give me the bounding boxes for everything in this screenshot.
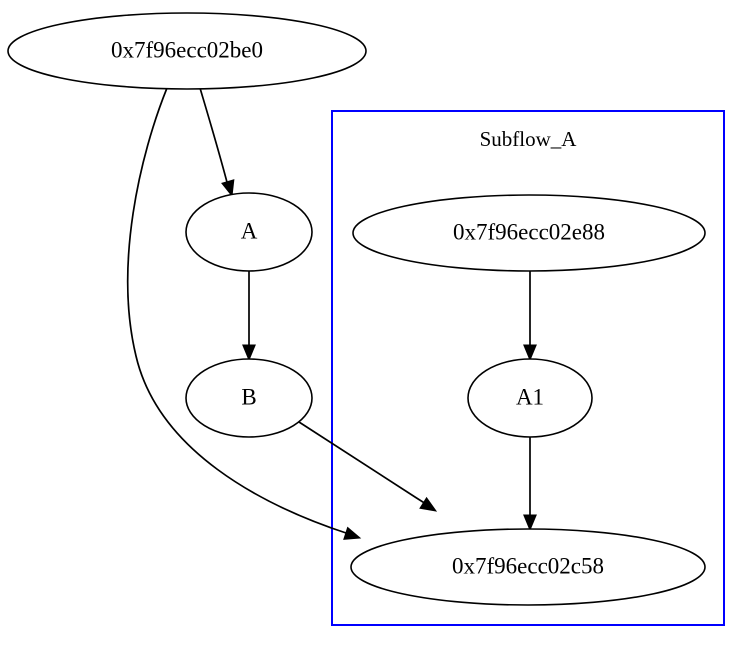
arrow-head-icon <box>343 526 362 540</box>
node-sub_exit[interactable]: 0x7f96ecc02c58 <box>350 528 706 606</box>
node-shape[interactable] <box>352 194 706 272</box>
edge-line <box>199 87 229 187</box>
node-shape[interactable] <box>185 358 313 438</box>
arrow-head-icon <box>221 179 235 198</box>
node-shape[interactable] <box>467 358 593 438</box>
arrow-head-icon <box>242 344 256 362</box>
edges-layer <box>126 87 537 540</box>
node-shape[interactable] <box>7 12 367 90</box>
node-root[interactable]: 0x7f96ecc02be0 <box>7 12 367 90</box>
cluster-cluster_subflow_a: Subflow_A <box>331 110 725 626</box>
node-shape[interactable] <box>350 528 706 606</box>
cluster-label-text: Subflow_A <box>480 127 578 151</box>
edge-root-exit <box>126 87 362 540</box>
arrow-head-icon <box>419 496 438 512</box>
node-label-text: B <box>241 384 256 409</box>
edge-a-b <box>242 271 256 362</box>
edge-entry-a1 <box>523 271 537 362</box>
node-b[interactable]: B <box>185 358 313 438</box>
arrow-head-icon <box>523 514 537 532</box>
node-sub_entry[interactable]: 0x7f96ecc02e88 <box>352 194 706 272</box>
node-a1[interactable]: A1 <box>467 358 593 438</box>
node-label-text: 0x7f96ecc02c58 <box>452 553 604 578</box>
node-label-text: A <box>241 218 258 243</box>
clusters-layer: Subflow_A <box>331 110 725 626</box>
edge-root-a <box>199 87 235 198</box>
edge-line <box>126 87 350 535</box>
arrow-head-icon <box>523 344 537 362</box>
node-label-text: 0x7f96ecc02e88 <box>453 219 605 244</box>
edge-a1-exit <box>523 437 537 532</box>
node-label-text: A1 <box>516 384 544 409</box>
node-label-text: 0x7f96ecc02be0 <box>111 37 263 62</box>
edge-line <box>298 421 427 505</box>
cluster-border <box>331 110 725 626</box>
edge-b-exit <box>298 421 438 512</box>
node-shape[interactable] <box>185 192 313 272</box>
node-a[interactable]: A <box>185 192 313 272</box>
